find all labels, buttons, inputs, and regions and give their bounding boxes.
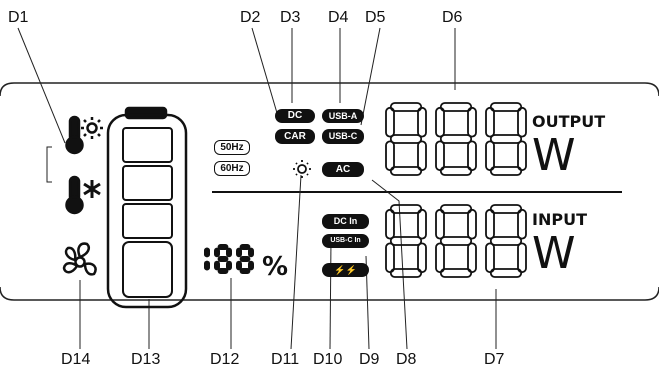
segment-digits: [204, 102, 527, 278]
label-d5: D5: [365, 9, 386, 26]
output-watt-unit: W: [532, 130, 576, 181]
dc-indicator: DC: [275, 109, 315, 123]
percent-digit-3: [236, 244, 254, 274]
thermometer-heat-icon: [65, 115, 103, 155]
output-label: OUTPUT: [532, 112, 606, 131]
hz50-indicator: 50Hz: [214, 140, 250, 155]
label-d8: D8: [396, 351, 417, 368]
car-indicator: CAR: [275, 129, 315, 144]
brightness-icon: [293, 160, 311, 178]
label-d12: D12: [210, 351, 240, 368]
percent-digit-1: [204, 247, 210, 271]
label-d4: D4: [328, 9, 349, 26]
output-digit-1: [385, 102, 427, 176]
battery-icon: [106, 106, 188, 309]
input-label: INPUT: [532, 210, 587, 229]
hz60-indicator: 60Hz: [214, 161, 250, 176]
input-watt-unit: W: [532, 228, 576, 279]
percent-digit-2: [214, 244, 232, 274]
usb-c-in-indicator: USB-C In: [322, 234, 369, 248]
label-d1: D1: [8, 9, 29, 26]
label-d6: D6: [442, 9, 463, 26]
output-digit-3: [485, 102, 527, 176]
output-digit-2: [435, 102, 477, 176]
ac-indicator: AC: [322, 162, 364, 177]
thermometer-cold-icon: [65, 175, 101, 215]
fast-charge-icon: ⚡⚡: [322, 263, 369, 277]
fan-icon: [62, 242, 97, 276]
usb-a-indicator: USB-A: [322, 109, 364, 123]
input-digit-1: [385, 204, 427, 278]
label-d13: D13: [131, 351, 161, 368]
label-d7: D7: [484, 351, 505, 368]
label-d2: D2: [240, 9, 261, 26]
label-d14: D14: [61, 351, 91, 368]
percent-sign: %: [262, 252, 289, 282]
label-d10: D10: [313, 351, 343, 368]
label-d11: D11: [271, 351, 300, 368]
usb-c-indicator: USB-C: [322, 129, 364, 144]
input-digit-3: [485, 204, 527, 278]
label-d3: D3: [280, 9, 301, 26]
input-digit-2: [435, 204, 477, 278]
label-d9: D9: [359, 351, 380, 368]
dc-in-indicator: DC In: [322, 214, 369, 229]
